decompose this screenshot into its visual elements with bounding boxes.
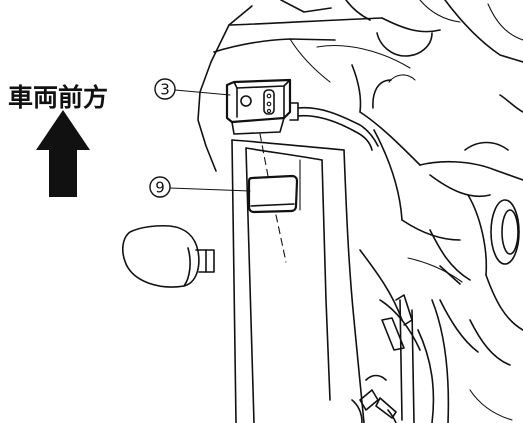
frame-panel: [231, 139, 365, 423]
arrow-up-icon: [36, 110, 90, 197]
fairing-outline: [197, 0, 523, 172]
lower-hose: [351, 249, 450, 423]
callout-9-number: 9: [155, 179, 165, 197]
callout-3-number: 3: [160, 81, 170, 99]
sensor-unit: [225, 78, 379, 177]
callout-9: 9: [149, 176, 251, 198]
callout-3: 3: [154, 78, 231, 100]
turn-signal: [121, 224, 215, 288]
vehicle-front-label: 車両前方: [8, 83, 109, 112]
adhesive-pad: [247, 174, 299, 263]
engine-area: [359, 111, 523, 421]
